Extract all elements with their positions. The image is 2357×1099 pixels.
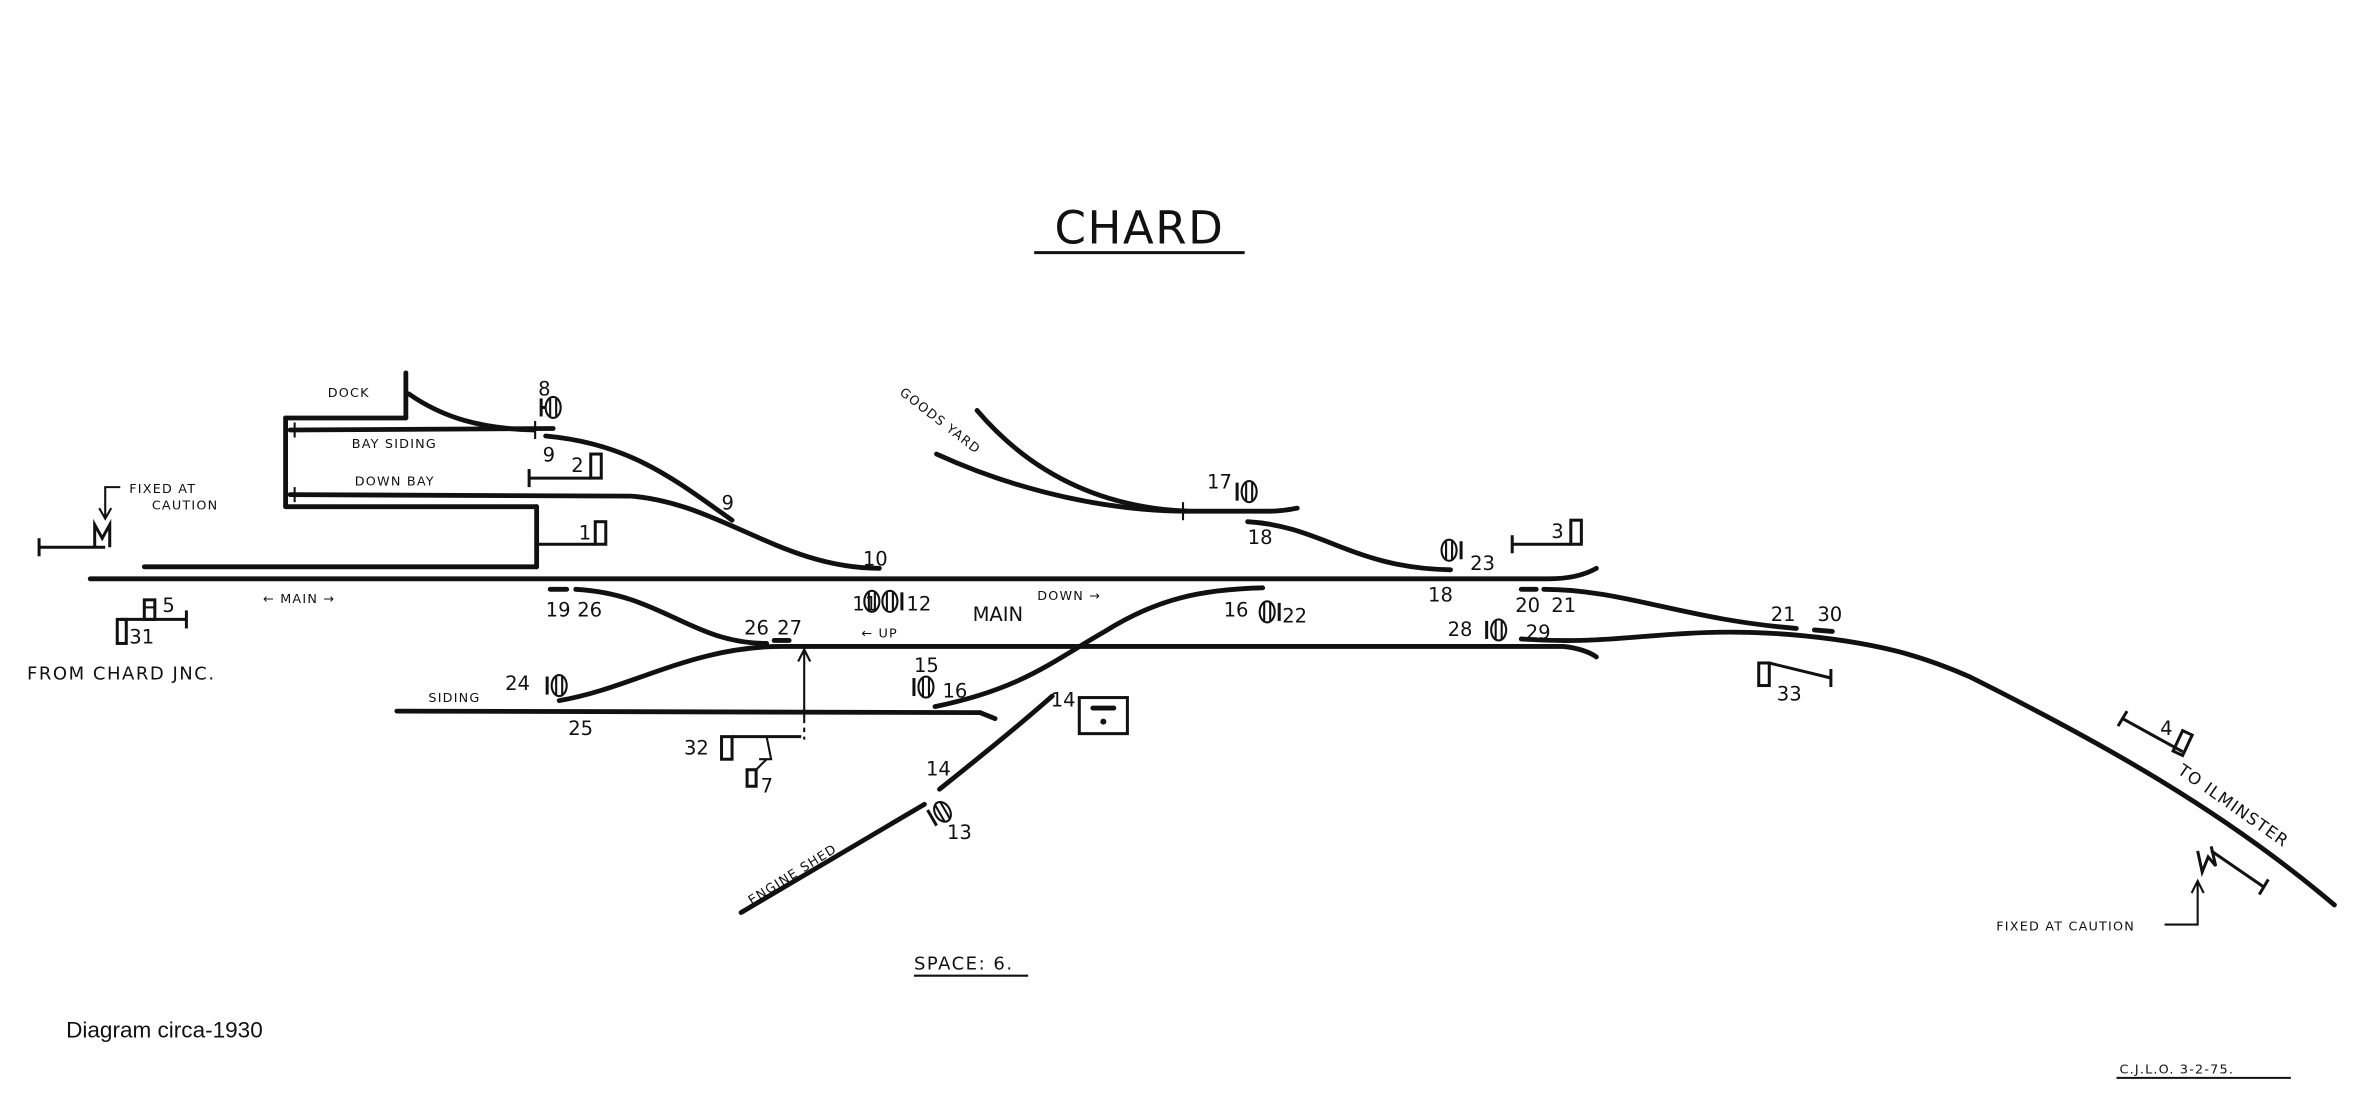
trap-30 [1811, 627, 1835, 634]
lever-number: 33 [1777, 683, 1802, 706]
lever-number: 12 [906, 592, 931, 615]
down-label: DOWN → [1037, 589, 1101, 604]
fixed-at-caution-label: FIXED AT CAUTION [1996, 920, 2135, 935]
lever-number: 8 [538, 377, 550, 400]
signal-4-icon [2116, 710, 2195, 758]
siding-end [977, 710, 998, 722]
lever-number: 9 [543, 444, 555, 467]
distant-signal-m [37, 518, 112, 557]
lever-number: 1 [579, 522, 591, 545]
down-bay-label: DOWN BAY [355, 475, 435, 490]
diagram-caption: Diagram circa-1930 [66, 1017, 263, 1042]
lever-number: 11 [852, 592, 877, 615]
crossover-26 [573, 586, 770, 646]
crossover-16 [932, 585, 1266, 709]
goods-yard-road-1 [974, 408, 1190, 514]
lever-number: 31 [129, 625, 154, 648]
lever-number: 2 [571, 454, 583, 477]
lever-number: 23 [1470, 552, 1495, 575]
lever-number: 30 [1817, 603, 1842, 626]
crossover-18 [1245, 519, 1453, 573]
goods-yard-label: GOODS YARD [896, 385, 983, 457]
fixed-at-caution-label: FIXED AT [129, 482, 196, 497]
lever-number: 10 [863, 547, 888, 570]
disc-signal-icon [545, 673, 568, 698]
fixed-at-caution-label: CAUTION [152, 499, 219, 514]
disc-signal-icon [1440, 538, 1463, 562]
up-main-line [556, 644, 1599, 703]
lever-number: 24 [505, 672, 530, 695]
ground-frame-14 [1077, 696, 1129, 736]
distant-signal-w [2196, 846, 2270, 896]
lever-number: 14 [926, 758, 951, 781]
up-label: ← UP [861, 626, 898, 641]
disc-signal-icon [1258, 600, 1281, 624]
disc-signal-icon [1235, 480, 1258, 504]
bay-siding-label: BAY SIDING [352, 437, 437, 452]
signal-32-7-icon [720, 735, 802, 788]
lever-number: 25 [568, 717, 593, 740]
disc-signal-icon [1485, 618, 1508, 642]
space-label: SPACE: 6. [914, 954, 1014, 975]
lever-number: 26 [577, 598, 602, 621]
engine-shed-label: ENGINE SHED [746, 842, 840, 909]
lever-number: 3 [1551, 520, 1563, 543]
down-main-line [87, 565, 1599, 582]
disc-signal-icon [863, 589, 881, 613]
lever-number: 14 [1051, 689, 1076, 712]
disc-signal-icon [926, 800, 952, 827]
lever-number: 17 [1207, 471, 1232, 494]
engine-shed-points-14 [937, 693, 1055, 792]
main-label-left: ← MAIN → [263, 592, 335, 607]
engine-shed-line [738, 801, 927, 915]
lever-number: 21 [1551, 594, 1576, 617]
lever-number: 16 [1224, 598, 1249, 621]
disc-signal-icon [539, 395, 562, 420]
lever-number: 4 [2160, 717, 2172, 740]
lever-number: 27 [777, 616, 802, 639]
lever-number: 13 [947, 821, 972, 844]
lever-numbers: 8 9 2 9 1 10 5 31 19 26 26 27 11 12 24 2… [129, 377, 2172, 843]
lever-number: 16 [942, 680, 967, 703]
lever-number: 20 [1515, 594, 1540, 617]
goods-yard-road-2 [934, 451, 1300, 514]
lever-number: 15 [914, 654, 939, 677]
main-label: MAIN [973, 603, 1024, 626]
arrow-down-icon [98, 486, 121, 521]
lever-number: 9 [722, 492, 734, 515]
signal-5-31-icon [115, 598, 188, 645]
signal-3-icon [1510, 518, 1583, 554]
lever-number: 18 [1428, 583, 1453, 606]
lever-number: 29 [1526, 621, 1551, 644]
siding-line [394, 708, 983, 716]
dock-label: DOCK [328, 386, 370, 401]
from-chard-jnc-label: FROM CHARD JNC. [27, 664, 216, 685]
signal-33-icon [1757, 661, 1833, 688]
arrow-up-icon [2164, 878, 2205, 926]
single-line-to-ilminster [1518, 629, 2337, 908]
lever-number: 28 [1448, 618, 1473, 641]
disc-signal-icon [912, 675, 935, 699]
lever-number: 22 [1282, 604, 1307, 627]
diagram-title: CHARD [1055, 202, 1225, 255]
siding-label: SIDING [428, 691, 480, 706]
lever-number: 26 [744, 616, 769, 639]
crossover-21 [1541, 586, 1799, 631]
arrow-up-icon [797, 647, 812, 662]
lever-number: 19 [546, 598, 571, 621]
lever-number: 32 [684, 737, 709, 760]
bay-tracks [141, 370, 882, 571]
lever-number: 7 [761, 774, 773, 797]
to-ilminster-label: TO ILMINSTER [2174, 760, 2293, 851]
signal-2-icon [527, 452, 603, 488]
lever-number: 5 [162, 594, 174, 617]
lever-number: 18 [1248, 526, 1273, 549]
draughtsman-signature: C.J.L.O. 3-2-75. [2119, 1062, 2234, 1077]
signal-1-icon [535, 520, 608, 554]
disc-signal-icon [881, 589, 904, 613]
lever-number: 21 [1771, 603, 1796, 626]
